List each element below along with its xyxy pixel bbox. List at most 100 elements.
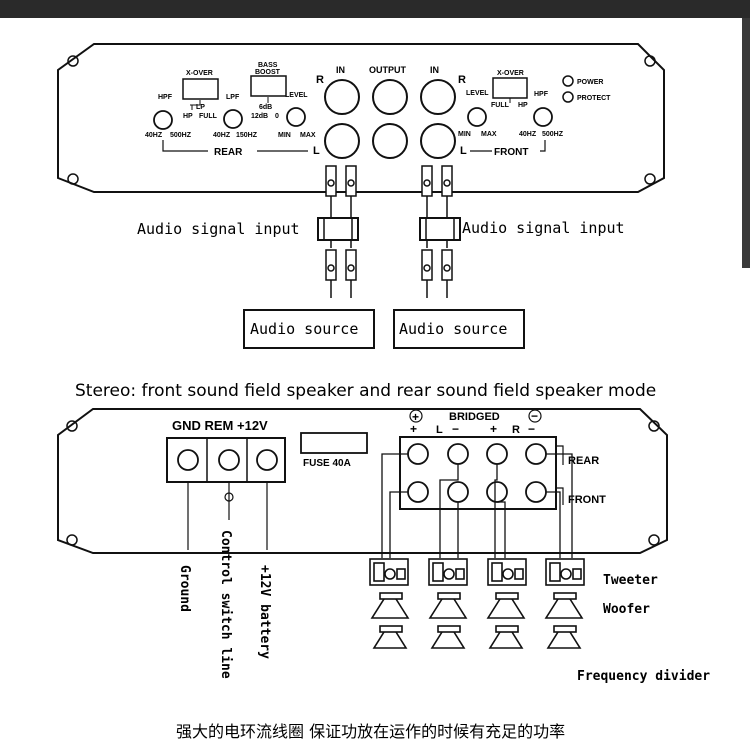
audio-source-box-right [393, 309, 525, 349]
control-switch-line-label: Control switch line [218, 530, 233, 679]
protect-label: PROTECT [577, 95, 611, 102]
screw-hole [644, 55, 656, 67]
max-label: MAX [300, 132, 316, 139]
audio-signal-input-left: Audio signal input [137, 220, 300, 238]
front-label: FRONT [494, 147, 528, 158]
rca-cable-left [317, 165, 359, 298]
in-label: IN [336, 65, 345, 75]
rear-l-minus-terminal[interactable] [447, 443, 469, 465]
hz40-label: 40HZ [519, 131, 537, 138]
level-label: LEVEL [466, 90, 489, 97]
bass-boost-switch[interactable] [250, 75, 287, 97]
top-dark-bar [0, 0, 750, 18]
top-amp-panel [57, 43, 665, 193]
woofer-label: Woofer [603, 602, 650, 617]
xover-switch-front[interactable] [492, 77, 528, 99]
frequency-divider-3 [488, 625, 524, 649]
r-label: R [512, 424, 520, 436]
ground-label: Ground [177, 565, 192, 612]
rear-r-plus-terminal[interactable] [486, 443, 508, 465]
front-r-plus-terminal[interactable] [486, 481, 508, 503]
hpf-label: HPF [158, 94, 173, 101]
minus-sign: − [528, 422, 535, 436]
rear-l-plus-terminal[interactable] [407, 443, 429, 465]
rca-output-r[interactable] [372, 79, 408, 115]
power-led [562, 75, 574, 87]
plus-sign: + [490, 422, 497, 436]
plus-sign: + [412, 410, 419, 424]
side-dark-strip [742, 18, 750, 268]
l-label: L [460, 145, 467, 157]
lpf-knob[interactable] [223, 109, 243, 129]
screw-hole [66, 420, 78, 432]
hz500-label: 500HZ [170, 132, 192, 139]
tweeter-2 [428, 558, 468, 586]
hpf-knob-front[interactable] [533, 107, 553, 127]
rca-in-rear-r[interactable] [324, 79, 360, 115]
protect-led [562, 91, 574, 103]
gnd-terminal[interactable] [177, 449, 199, 471]
xover-switch[interactable] [182, 78, 219, 100]
xover-label: X-OVER [186, 70, 213, 77]
min-label: MIN [458, 131, 471, 138]
tweeter-4 [545, 558, 585, 586]
woofer-4 [544, 592, 584, 619]
mode-caption: Stereo: front sound field speaker and re… [75, 381, 656, 401]
rear-r-minus-terminal[interactable] [525, 443, 547, 465]
tweeter-1 [369, 558, 409, 586]
tweeter-3 [487, 558, 527, 586]
speaker-terminal-block [399, 436, 557, 510]
xover-label: X-OVER [497, 70, 524, 77]
full-label: FULL [491, 102, 510, 109]
rear-label: REAR [214, 147, 243, 158]
in-label: IN [430, 65, 439, 75]
speaker-wires [381, 453, 573, 558]
bass-boost-label-2: BOOST [255, 69, 281, 76]
level-knob-rear[interactable] [286, 107, 306, 127]
front-l-minus-terminal[interactable] [447, 481, 469, 503]
minus-sign: − [531, 409, 538, 423]
battery-label: +12V battery [257, 565, 272, 659]
frequency-divider-2 [430, 625, 466, 649]
output-label: OUTPUT [369, 65, 407, 75]
power-label: POWER [577, 79, 603, 86]
screw-hole [648, 420, 660, 432]
12v-terminal[interactable] [256, 449, 278, 471]
tweeter-label: Tweeter [603, 573, 658, 588]
hpf-knob[interactable] [153, 110, 173, 130]
front-l-plus-terminal[interactable] [407, 481, 429, 503]
hz40-label: 40HZ [145, 132, 163, 139]
level-knob-front[interactable] [467, 107, 487, 127]
lpf-label: LPF [226, 94, 240, 101]
min-label: MIN [278, 132, 291, 139]
rca-in-rear-l[interactable] [324, 123, 360, 159]
rca-cable-right [419, 165, 461, 298]
hp-label: HP [183, 113, 193, 120]
rca-in-front-l[interactable] [420, 123, 456, 159]
rca-output-l[interactable] [372, 123, 408, 159]
fuse-label: FUSE 40A [303, 458, 351, 469]
front-r-minus-terminal[interactable] [525, 481, 547, 503]
hp-label: HP [518, 102, 528, 109]
front-label: FRONT [568, 494, 606, 506]
rem-terminal[interactable] [218, 449, 240, 471]
lp-label: LP [196, 104, 205, 111]
zero-label: 0 [275, 113, 279, 120]
woofer-1 [370, 592, 410, 619]
frequency-divider-1 [372, 625, 408, 649]
db6-label: 6dB [259, 104, 272, 111]
screw-hole [67, 55, 79, 67]
bottom-amp-panel [57, 408, 668, 554]
frequency-divider-label: Frequency divider [577, 669, 710, 684]
plus-sign: + [410, 422, 417, 436]
power-terminal-block [166, 437, 286, 483]
r-label: R [458, 74, 466, 86]
power-terminals-label: GND REM +12V [172, 418, 268, 433]
level-label: LEVEL [285, 92, 308, 99]
woofer-2 [428, 592, 468, 619]
rear-label: REAR [568, 455, 599, 467]
audio-source-left: Audio source [250, 320, 358, 338]
bridged-label: BRIDGED [449, 411, 500, 423]
rca-in-front-r[interactable] [420, 79, 456, 115]
